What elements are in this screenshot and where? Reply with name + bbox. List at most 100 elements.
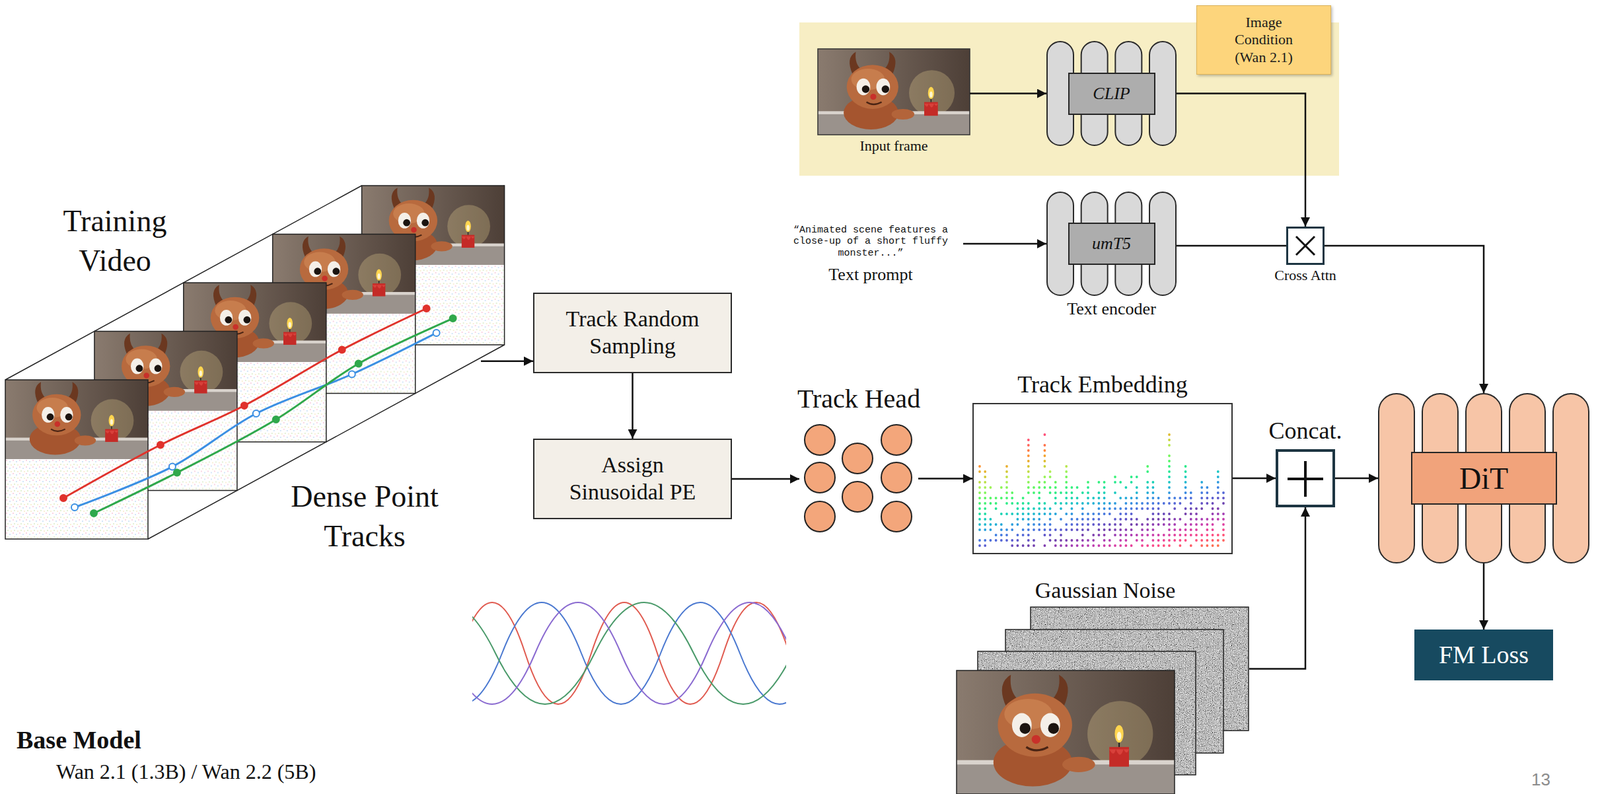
figure-part [1146,523,1149,526]
text-holder: Text encoder [1019,298,1203,320]
neuron [804,424,836,456]
figure-part [1184,528,1188,532]
figure-part [983,512,987,516]
figure-part [1200,517,1203,521]
figure-part [1173,528,1176,532]
text-holder: “Animated scene features a close-up of a… [778,224,964,259]
connector [963,243,1047,246]
loss-label: FM Loss [1424,640,1543,671]
figure-part [1010,502,1014,505]
figure-part [1005,470,1009,473]
figure-part [1091,496,1095,500]
figure-part [1086,517,1090,521]
figure-part [1200,486,1203,489]
figure-part [1000,512,1003,516]
connector [1324,245,1484,394]
figure-part [1167,443,1171,447]
figure-part [1070,486,1074,489]
figure-part [1027,480,1030,484]
text-holder: Training Video [29,201,201,281]
figure-part [1189,512,1193,516]
track-point [173,469,181,477]
figure-part [1146,491,1149,495]
figure-part [1081,528,1085,532]
encoder-block: umT5Text encoder [1046,191,1177,296]
figure-part [1157,533,1161,537]
figure-part [1103,502,1106,505]
figure-part [1135,491,1139,495]
training-video: Training VideoDense Point Tracks [5,185,481,543]
figure-part [1113,528,1117,532]
module-label: Track Embedding [1017,370,1188,400]
figure-part [1064,502,1068,505]
figure-part [978,517,982,521]
figure-part [978,496,982,500]
track-embedding-dots [973,404,1232,553]
figure-part [1043,475,1047,479]
neuron [804,501,836,532]
figure-part [1037,491,1041,495]
figure-part [1097,517,1101,521]
figure-part [5,459,148,540]
figure-part [1054,496,1057,500]
neuron [881,424,912,456]
figure-part [1108,512,1112,516]
point-track [63,308,427,499]
figure-part [1146,496,1149,500]
figure-part [978,480,982,484]
figure-part [1125,512,1128,516]
figure-part [1027,459,1030,463]
figure-part [1216,539,1220,542]
sine-wave [472,602,787,705]
figure-part [1021,517,1025,521]
figure-part [983,523,987,526]
figure-part [1146,486,1149,489]
figure-part [1125,533,1128,537]
figure-part [1032,491,1036,495]
figure-part [1135,533,1139,537]
figure-part [1103,507,1106,510]
layer-block [1378,393,1415,563]
figure-part [1010,523,1014,526]
text-holder: CLIP [1046,40,1177,146]
figure-part [1140,507,1144,510]
track-point [348,371,356,378]
figure-part [983,475,987,479]
figure-part [1059,544,1063,547]
figure-part [1200,496,1203,500]
input-label: Gaussian Noise [1035,577,1176,605]
connector [1335,477,1379,480]
figure-part [1070,523,1074,526]
figure-part [1016,507,1020,510]
op-caption: Cross Attn [1274,266,1337,285]
process-label: Track Random Sampling [560,305,705,361]
figure-part [1211,523,1215,526]
track-point [433,329,440,337]
text-holder: FM Loss [1424,640,1543,671]
figure-part [1086,539,1090,542]
encoder-caption: Text encoder [1066,298,1157,320]
figure-part [1081,544,1085,547]
op-label: Concat. [1269,416,1343,446]
figure-part [817,48,970,135]
figure-part [1152,486,1155,489]
encoder-name: umT5 [1068,222,1156,265]
figure-part [1152,533,1155,537]
figure-part [978,528,982,532]
text-holder: Text prompt [764,264,977,285]
figure-part [1135,523,1139,526]
connector [1232,477,1276,480]
figure-part [1021,512,1025,516]
multiply-symbol [1288,228,1323,263]
figure-part [1189,517,1193,521]
figure-part [1167,475,1171,479]
track-point [90,509,98,517]
figure-part [1206,544,1209,547]
figure-part [1086,496,1090,500]
figure-part [1005,528,1009,532]
text-holder: Track Random Sampling [560,305,705,361]
figure-part [1005,486,1009,489]
noise-stack [956,607,1250,794]
figure-part [1167,528,1171,532]
figure-part [1179,539,1182,542]
